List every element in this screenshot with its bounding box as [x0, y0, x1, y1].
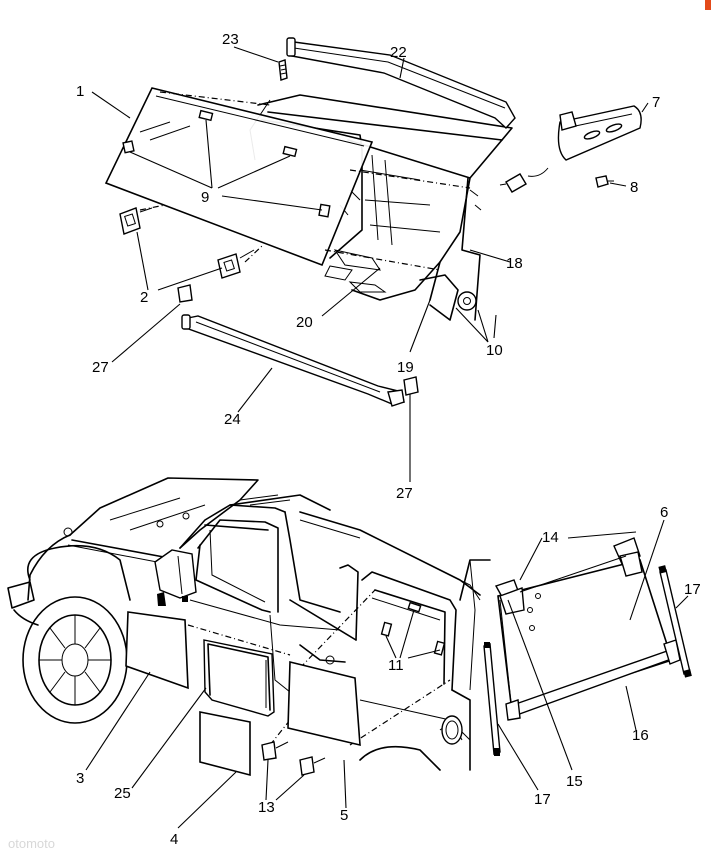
- rear-quarter: [359, 559, 491, 771]
- callout-9: 9: [201, 189, 209, 206]
- rear-side-glass: [287, 660, 361, 747]
- windshield-glass: [104, 87, 374, 267]
- pad-left: [177, 284, 193, 303]
- window-seal: [203, 639, 275, 717]
- door-frame: [154, 494, 481, 701]
- callout-13: 13: [258, 799, 275, 816]
- callout-15: 15: [566, 773, 583, 790]
- callout-22: 22: [390, 44, 407, 61]
- callout-8: 8: [630, 179, 638, 196]
- callout-24: 24: [224, 411, 241, 428]
- callout-16: 16: [632, 727, 649, 744]
- header-seal: [286, 37, 516, 129]
- callout-27-top-left: 27: [92, 359, 109, 376]
- callout-labels: 1 2 23 22 7 8 9 18 20 10 19 27 24 27 14 …: [76, 31, 701, 848]
- mounting-brackets: [119, 207, 255, 279]
- vehicle-body: [7, 477, 259, 724]
- callout-17-right: 17: [684, 581, 701, 598]
- side-panel-front: [125, 611, 189, 690]
- lower-seal: [181, 314, 405, 407]
- liftgate-bar: [505, 639, 681, 721]
- callout-11: 11: [388, 657, 404, 674]
- callout-2: 2: [140, 289, 148, 306]
- callout-25: 25: [114, 785, 131, 802]
- side-panel-lower: [199, 711, 251, 777]
- gas-strut-left: [483, 642, 501, 756]
- callout-6: 6: [660, 504, 668, 521]
- callout-3: 3: [76, 770, 84, 787]
- reference-lines: [139, 91, 471, 271]
- hinge-bar: [499, 599, 513, 713]
- callout-27-top-right: 27: [396, 485, 413, 502]
- callout-18: 18: [506, 255, 523, 272]
- latches: [261, 741, 326, 776]
- callout-5: 5: [340, 807, 348, 824]
- callout-20: 20: [296, 314, 313, 331]
- rearview-mirror: [499, 105, 642, 193]
- callout-17-left: 17: [534, 791, 551, 808]
- watermark: otomoto: [8, 836, 55, 851]
- stud-bolt: [278, 59, 288, 81]
- pad-right: [403, 376, 419, 396]
- corner-marker: [705, 0, 711, 10]
- gas-strut-right: [658, 565, 692, 678]
- callout-23: 23: [222, 31, 239, 48]
- callout-4: 4: [170, 831, 178, 848]
- callout-19: 19: [397, 359, 414, 376]
- hinges: [494, 537, 643, 615]
- callout-1: 1: [76, 83, 84, 100]
- leader-lines: [85, 46, 689, 829]
- windshield-frame: [249, 94, 513, 321]
- callout-7: 7: [652, 94, 660, 111]
- mirror-screw: [595, 175, 614, 188]
- callout-14: 14: [542, 529, 559, 546]
- reference-lines-lower: [187, 589, 451, 746]
- callout-10: 10: [486, 342, 503, 359]
